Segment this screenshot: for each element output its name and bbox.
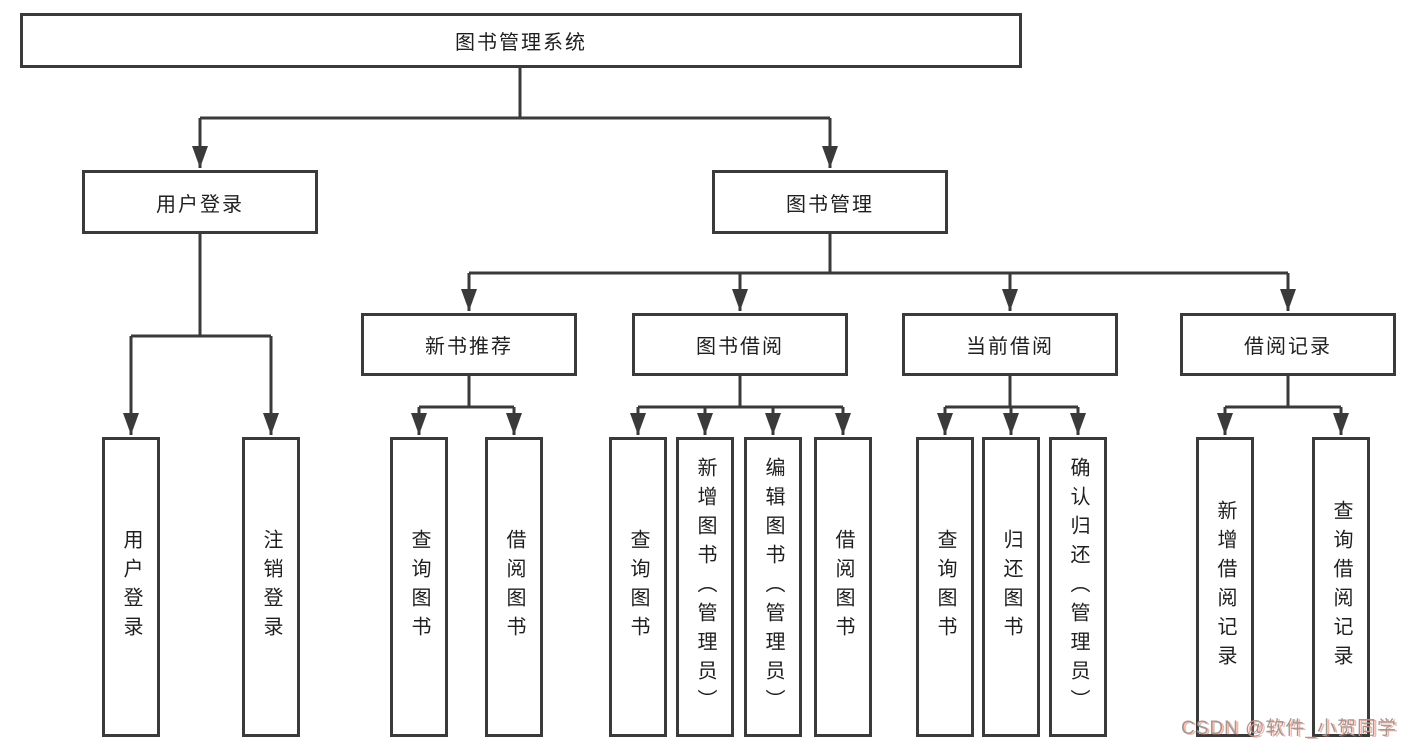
node-book-management: 图书管理 (712, 170, 948, 234)
node-label: 用户登录 (156, 193, 244, 216)
leaf-add-borrow-record: 新增借阅记录 (1196, 437, 1254, 737)
wire-current-borrow-bar (945, 376, 1078, 409)
leaf-label: 用户登录 (120, 529, 142, 645)
wire-new-book-bar (419, 376, 514, 409)
leaf-label: 注销登录 (260, 529, 282, 645)
leaf-label: 编辑图书（管理员） (762, 456, 784, 718)
wire-book-management-bar (469, 234, 1288, 275)
leaf-query-books: 查询图书 (390, 437, 448, 737)
wire-borrow-records-bar (1225, 376, 1341, 409)
leaf-add-books-admin: 新增图书（管理员） (676, 437, 734, 737)
node-label: 图书借阅 (696, 336, 784, 358)
node-user-login: 用户登录 (82, 170, 318, 234)
leaf-label: 新增借阅记录 (1214, 500, 1236, 674)
leaf-label: 借阅图书 (503, 529, 525, 645)
node-borrow-records: 借阅记录 (1180, 313, 1396, 376)
leaf-user-login: 用户登录 (102, 437, 160, 737)
node-label: 当前借阅 (966, 336, 1054, 358)
leaf-edit-books-admin: 编辑图书（管理员） (744, 437, 802, 737)
leaf-label: 查询图书 (408, 529, 430, 645)
leaf-return-books: 归还图书 (982, 437, 1040, 737)
node-label: 图书管理 (786, 193, 874, 216)
node-current-borrow: 当前借阅 (902, 313, 1118, 376)
node-label: 借阅记录 (1244, 336, 1332, 358)
node-book-borrow: 图书借阅 (632, 313, 848, 376)
leaf-query-books: 查询图书 (916, 437, 974, 737)
leaf-query-borrow-record: 查询借阅记录 (1312, 437, 1370, 737)
wire-root-bar (200, 68, 830, 120)
leaf-borrow-books: 借阅图书 (485, 437, 543, 737)
node-label: 图书管理系统 (455, 32, 587, 54)
leaf-label: 查询借阅记录 (1330, 500, 1352, 674)
wire-user-login-bar (131, 234, 271, 338)
leaf-label: 确认归还（管理员） (1067, 456, 1089, 718)
leaf-label: 查询图书 (627, 529, 649, 645)
leaf-confirm-return-admin: 确认归还（管理员） (1049, 437, 1107, 737)
node-label: 新书推荐 (425, 336, 513, 358)
leaf-query-books: 查询图书 (609, 437, 667, 737)
wire-book-borrow-bar (638, 376, 843, 409)
csdn-watermark: CSDN @软件_小贺同学 (1181, 718, 1397, 739)
node-new-book-recommend: 新书推荐 (361, 313, 577, 376)
node-library-management-system: 图书管理系统 (20, 13, 1022, 68)
leaf-label: 归还图书 (1000, 529, 1022, 645)
leaf-label: 借阅图书 (832, 529, 854, 645)
leaf-borrow-books: 借阅图书 (814, 437, 872, 737)
leaf-logout: 注销登录 (242, 437, 300, 737)
leaf-label: 查询图书 (934, 529, 956, 645)
leaf-label: 新增图书（管理员） (694, 456, 716, 718)
